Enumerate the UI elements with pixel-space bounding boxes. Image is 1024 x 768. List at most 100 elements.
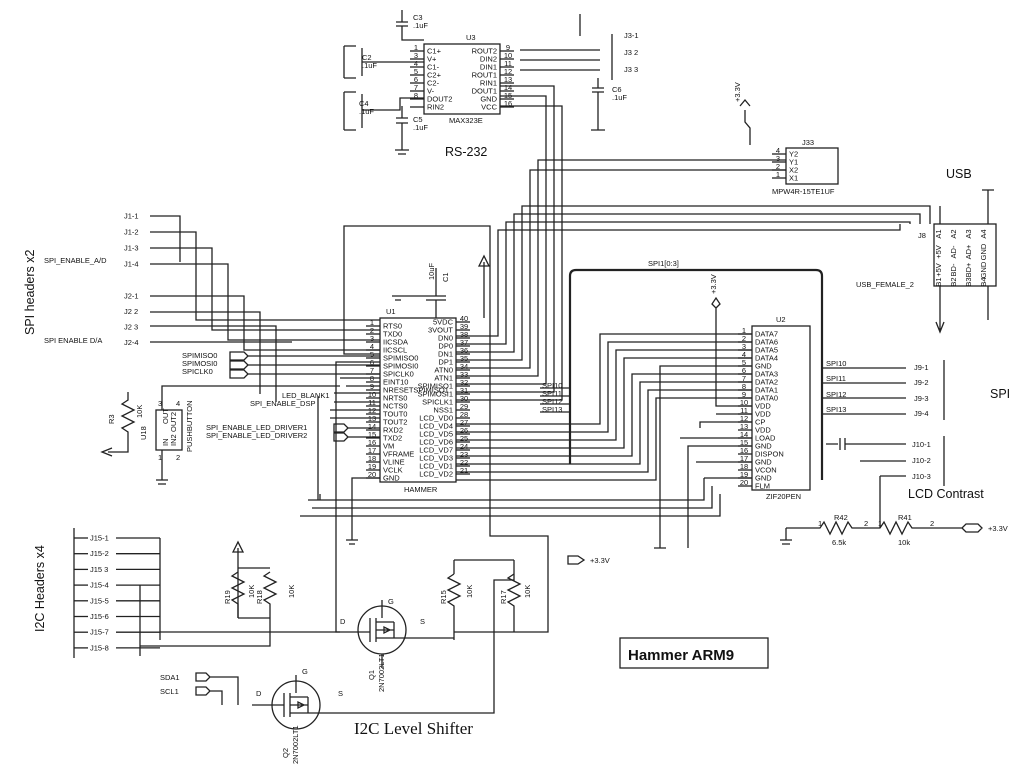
u18-pin-out2: OUT2: [169, 412, 178, 432]
u1-pin-number: 31: [460, 386, 468, 395]
u1-pin-name: GND: [383, 474, 400, 483]
u1-pin-name: LCD_VD2: [419, 470, 453, 479]
r17-val: 10K: [523, 585, 532, 598]
u2-pin-number: 19: [740, 470, 748, 479]
u1-pin-number: 25: [460, 434, 468, 443]
u1-pin-name: LCD_VD7: [419, 446, 453, 455]
u2-pin-name: DATA4: [755, 354, 778, 363]
u1-pin-name: NRTS0: [383, 394, 407, 403]
u2-pin-number: 20: [740, 478, 748, 487]
j2-pins: J2-1J2 2J2 3J2-4: [124, 292, 139, 348]
u3-pin-name: DIN1: [480, 63, 497, 72]
u1-pin-name: TOUT2: [383, 418, 407, 427]
u1-pin-number: 4: [370, 342, 374, 351]
c5-val: .1uF: [413, 123, 428, 132]
u2-pin-name: GND: [755, 474, 772, 483]
j33-pin-name: X1: [789, 174, 798, 183]
u18-pin-out: OUT: [161, 408, 170, 424]
u1-pin-name: DN1: [438, 350, 453, 359]
u2-pin-number: 8: [742, 382, 746, 391]
u1-pin-number: 7: [370, 366, 374, 375]
u3-pin-name: VCC: [481, 103, 497, 112]
u3-pin-name: C1+: [427, 47, 442, 56]
u1-pin-number: 30: [460, 394, 468, 403]
i2c-shifter-title: I2C Level Shifter: [354, 719, 473, 738]
u2-pin-number: 2: [742, 334, 746, 343]
u2-pin-number: 10: [740, 398, 748, 407]
q1-pin-s: S: [420, 617, 425, 626]
u3-pin-name: C1-: [427, 63, 440, 72]
u1-pin-name: LCD_VD4: [419, 422, 453, 431]
u1-pin-number: 36: [460, 346, 468, 355]
c2-val: .1uF: [362, 61, 377, 70]
spi-out-block: J9-1 J9-2 J9-3 J9-4 SPI: [822, 360, 1010, 420]
u2-pin-name: GND: [755, 362, 772, 371]
j3-2: J3 2: [624, 48, 638, 57]
u2-pin-number: 12: [740, 414, 748, 423]
u2-pin-name: DATA1: [755, 386, 778, 395]
u1-pin-number: 34: [460, 362, 468, 371]
net-spi11-u2: SPI11: [826, 374, 846, 383]
u3-pin-name: GND: [480, 95, 497, 104]
q1-pin-g: G: [388, 597, 394, 606]
u2-zif: [751, 325, 811, 491]
j3-1: J3-1: [624, 31, 639, 40]
u1-pin-name: LCD_VD0: [419, 414, 453, 423]
j10-3: J10-3: [912, 472, 931, 481]
u18-pin2: 2: [176, 453, 180, 462]
u3-pin-name: C2-: [427, 79, 440, 88]
j8-bot-pin: B4: [979, 277, 988, 286]
j15-label: J15-8: [90, 643, 109, 652]
u2-pin-number: 7: [742, 374, 746, 383]
u2-pin-name: DATA0: [755, 394, 778, 403]
c6-ref: C6: [612, 85, 622, 94]
net-spi11-u1: SPI11: [542, 389, 562, 398]
u3-pin-number: 13: [504, 75, 512, 84]
c4-ref: C4: [359, 99, 369, 108]
r41-pin2: 2: [930, 519, 934, 528]
lcd-title: LCD Contrast: [908, 487, 984, 501]
j9-4: J9-4: [914, 409, 929, 418]
u3-pin-name: DOUT2: [427, 95, 452, 104]
lcd-contrast-block: J10-1 J10-2 J10-3 LCD Contrast 1 2 1 2 R…: [780, 436, 1008, 547]
u1-pin-number: 40: [460, 314, 468, 323]
u1-pin-name: RTS0: [383, 322, 402, 331]
j33-ref: J33: [802, 138, 814, 147]
u1-pin-number: 37: [460, 338, 468, 347]
r42-pin2: 2: [864, 519, 868, 528]
u1-pin-name: RXD2: [383, 426, 403, 435]
r42-ref: R42: [834, 513, 848, 522]
u2-pin-number: 18: [740, 462, 748, 471]
u2-pin-name: DATA3: [755, 370, 778, 379]
u18-pushbutton: [155, 409, 183, 451]
j33-connector: [785, 147, 839, 185]
r18-ref: R18: [255, 590, 264, 604]
u3-pin-name: C2+: [427, 71, 442, 80]
j8-top-name: GND: [979, 243, 988, 260]
u1-pin-number: 23: [460, 450, 468, 459]
u2-supply: +3.3V: [709, 274, 718, 294]
r18-val: 10K: [287, 585, 296, 598]
r41-ref: R41: [898, 513, 912, 522]
j8-top-name: +5V: [934, 245, 943, 259]
j8-top-pin: A3: [964, 229, 973, 238]
u1-pin-name: VFRAME: [383, 450, 414, 459]
lcd-supply: +3.3V: [988, 524, 1008, 533]
r15-ref: R15: [439, 590, 448, 604]
u3-pin-name: ROUT2: [472, 47, 497, 56]
board-title-box: [619, 637, 769, 669]
u2-pin-number: 6: [742, 366, 746, 375]
u1-pin-number: 33: [460, 370, 468, 379]
j8-bot-name: BD-: [949, 263, 958, 276]
net-spi10-u2: SPI10: [826, 359, 846, 368]
u2-pin-number: 14: [740, 430, 748, 439]
u1-pin-name: IICSCL: [383, 346, 407, 355]
u2-pin-name: VCON: [755, 466, 777, 475]
u1-pin-name: IICSDA: [383, 338, 408, 347]
u3-pin-name: V+: [427, 55, 437, 64]
net-spi10-u1: SPI10: [542, 381, 562, 390]
